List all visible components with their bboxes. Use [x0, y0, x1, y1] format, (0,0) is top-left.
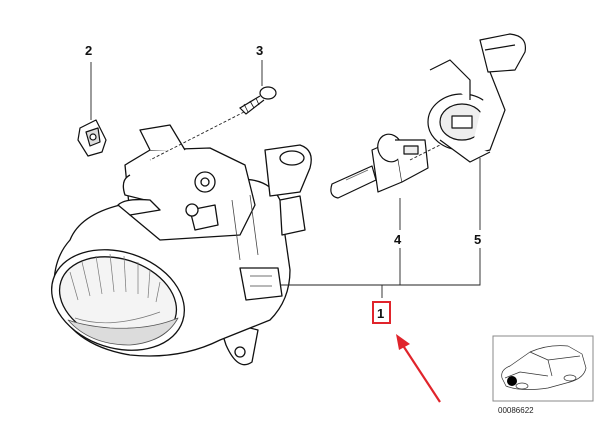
red-arrow-icon — [396, 334, 441, 403]
catalog-number: 00086622 — [498, 406, 534, 415]
callout-5: 5 — [474, 232, 481, 247]
callout-1[interactable]: 1 — [377, 306, 384, 321]
socket-part — [427, 33, 527, 163]
bulb-part — [330, 133, 429, 199]
callout-1-highlight-box — [372, 301, 391, 324]
callout-3: 3 — [256, 43, 263, 58]
clip-nut-part — [77, 119, 107, 157]
car-location-thumbnail: 00086622 — [492, 335, 594, 415]
leader-lines — [90, 60, 481, 298]
screw-part — [239, 86, 277, 115]
callout-2: 2 — [85, 43, 92, 58]
callout-4: 4 — [394, 232, 402, 247]
fog-light-assembly — [50, 124, 312, 366]
location-dot-icon — [507, 376, 517, 386]
